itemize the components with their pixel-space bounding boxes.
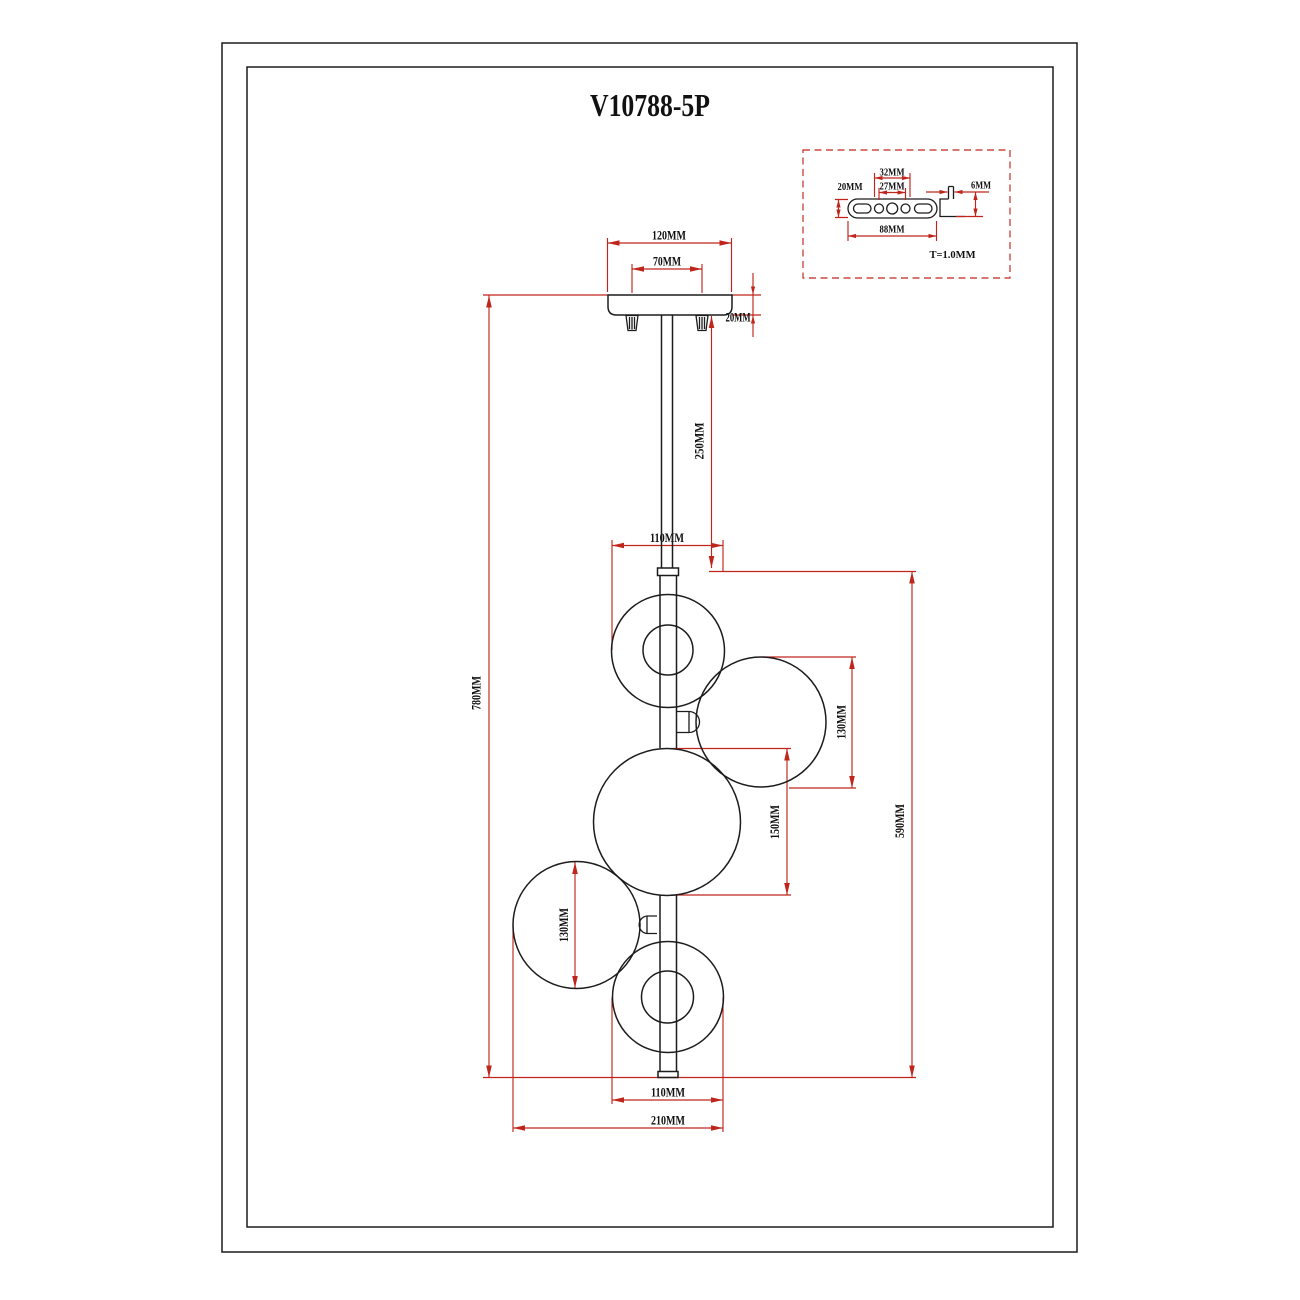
mounting-screw-left (625, 314, 639, 332)
socket-right-globe (677, 710, 701, 734)
globe-bottom-outer (611, 940, 725, 1054)
dim-cluster-overall-width: 210MM (651, 1113, 685, 1128)
dim-screw-spacing: 70MM (653, 254, 681, 269)
dim-bracket-length: 88MM (880, 224, 905, 236)
globe-right (695, 656, 827, 788)
bracket-side-profile (939, 185, 965, 218)
dimension-extension-lines (483, 238, 916, 1132)
stem-collar (656, 567, 680, 577)
dim-cluster-bottom-width: 110MM (651, 1085, 685, 1100)
bracket-slot-left (852, 203, 872, 214)
mounting-screw-right (695, 314, 709, 332)
dim-center-globe-diameter: 150MM (767, 805, 782, 839)
socket-left-globe (638, 915, 657, 935)
dim-flange-depth: 6MM (971, 180, 991, 192)
globe-top-inner (642, 624, 694, 676)
dim-cluster-top-width: 110MM (650, 530, 684, 545)
outer-border (221, 42, 1078, 1253)
bracket-hole-center (886, 202, 899, 215)
globe-top-outer (610, 593, 726, 709)
dim-inner-hole-spacing: 27MM (880, 181, 905, 193)
inner-border (246, 66, 1054, 1228)
drawing-title: V10788-5P (590, 87, 710, 123)
bracket-hole-left (873, 203, 885, 214)
dim-plate-thickness: 20MM (726, 310, 751, 325)
dim-right-globe-diameter: 130MM (834, 705, 849, 739)
central-rod (657, 575, 679, 1079)
bracket-slot-right (913, 203, 933, 214)
dim-left-globe-diameter: 130MM (556, 908, 571, 942)
inset-dashed-border (802, 149, 1011, 279)
dim-plate-width: 120MM (652, 228, 686, 243)
hanging-stem (656, 315, 680, 577)
dim-bracket-height: 20MM (838, 181, 863, 193)
globe-center (592, 747, 742, 897)
globe-left (512, 860, 641, 990)
note-thickness: T=1.0MM (930, 249, 977, 261)
rod-end-cap (657, 1070, 679, 1079)
bracket-hole-right (900, 203, 911, 214)
dim-outer-hole-spacing: 32MM (880, 167, 905, 179)
globe-bottom-inner (640, 970, 695, 1024)
bracket-detail-inset: 20MM 32MM 27MM 88MM 6MM T=1.0MM (802, 149, 1011, 279)
dimension-lines (486, 240, 915, 1131)
bracket-plate (847, 198, 938, 219)
dim-cluster-height: 590MM (892, 804, 907, 838)
ceiling-plate (607, 294, 733, 316)
dim-overall-height: 780MM (469, 676, 484, 710)
dim-stem-length: 250MM (692, 423, 707, 460)
